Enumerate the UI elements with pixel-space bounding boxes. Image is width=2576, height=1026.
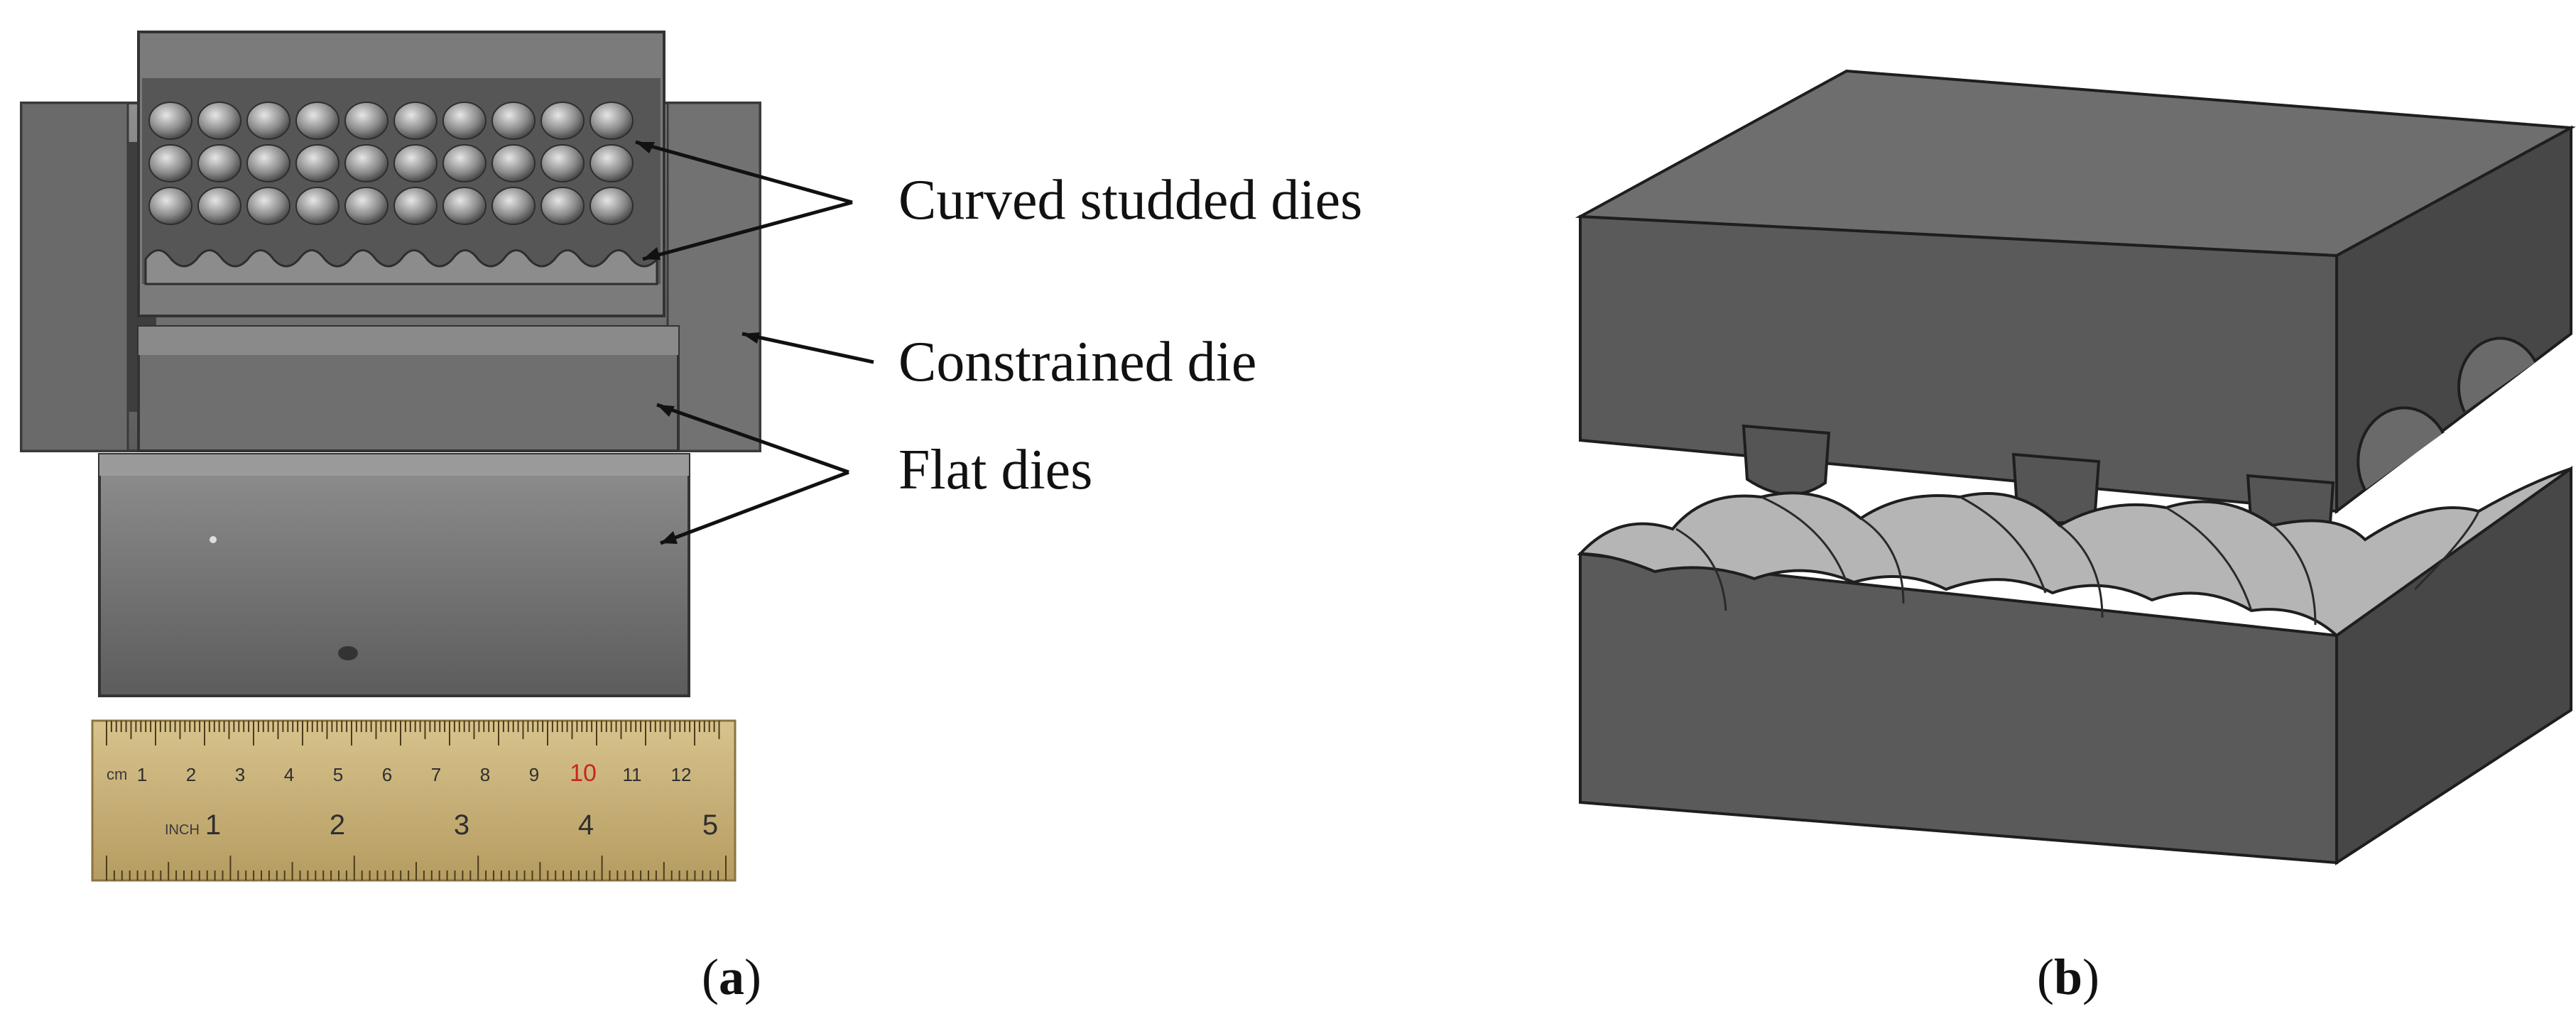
stud <box>344 102 388 140</box>
leader-arrowheads <box>636 142 760 544</box>
stud <box>344 187 388 225</box>
cad-contour-line <box>1675 528 1727 611</box>
ruler-cm-label: 12 <box>671 764 692 785</box>
stud <box>589 187 634 225</box>
caption-b: (b) <box>2037 949 2100 1005</box>
stud <box>589 102 634 140</box>
stud <box>344 144 388 182</box>
ruler-ticks <box>106 721 727 880</box>
flat-die-lower <box>98 453 690 697</box>
label-flat-dies: Flat dies <box>898 439 1093 501</box>
cad-lower-die <box>1577 466 2572 866</box>
ruler-cm-label: 7 <box>431 764 441 785</box>
stud <box>197 187 241 225</box>
ruler-inch-label: 5 <box>702 809 718 841</box>
cad-contour-line <box>2413 511 2480 591</box>
caption-a: (a) <box>702 949 761 1005</box>
ruler-cm-prefix: cm <box>107 765 127 783</box>
stud <box>295 187 339 225</box>
cad-surface-lines <box>1675 496 2480 626</box>
stud <box>393 187 438 225</box>
stud <box>540 187 585 225</box>
stud <box>540 144 585 182</box>
cad-upper-die <box>1575 69 2576 515</box>
ruler-inch-label: 2 <box>330 809 345 841</box>
leader-lines <box>635 140 874 545</box>
stud <box>295 144 339 182</box>
ruler-cm-label: 1 <box>137 764 147 785</box>
curved-studded-dies <box>137 31 665 317</box>
stud-rows <box>144 102 658 285</box>
label-curved-studded-dies: Curved studded dies <box>898 169 1363 231</box>
stud <box>540 102 585 140</box>
cad-contour-line <box>1761 496 1848 583</box>
stud <box>197 102 241 140</box>
panel-b-cad <box>1575 69 2576 866</box>
ruler-inch-label: 1 <box>205 809 221 841</box>
flat-die-upper <box>137 325 680 452</box>
stud <box>393 144 438 182</box>
label-constrained-die: Constrained die <box>898 331 1257 393</box>
stud <box>393 102 438 140</box>
stud <box>197 144 241 182</box>
stud <box>442 187 487 225</box>
stud <box>295 102 339 140</box>
stud <box>246 102 290 140</box>
ruler-cm-label: 2 <box>186 764 196 785</box>
stud <box>148 102 192 140</box>
stud <box>246 144 290 182</box>
stud <box>491 102 536 140</box>
cad-contour-line <box>2165 506 2253 611</box>
cad-stud <box>1741 424 1831 496</box>
ruler-inch-label: 3 <box>454 809 469 841</box>
ruler-cm-label: 8 <box>480 764 490 785</box>
ruler-cm-label: 9 <box>529 764 539 785</box>
stud <box>442 102 487 140</box>
ruler-cm-label: 6 <box>382 764 392 785</box>
ruler-cm-label: 10 <box>570 760 597 787</box>
ruler-inch-prefix: INCH <box>165 822 200 838</box>
cad-contour-line <box>1960 496 2047 594</box>
stud <box>148 144 192 182</box>
ruler-inch-label: 4 <box>578 809 594 841</box>
ruler-cm-label: 5 <box>333 764 343 785</box>
ruler-cm-label: 4 <box>284 764 294 785</box>
stud <box>491 144 536 182</box>
cad-contour-line <box>2272 524 2317 626</box>
stud <box>246 187 290 225</box>
stud <box>148 187 192 225</box>
stud <box>442 144 487 182</box>
cad-contour-line <box>2059 524 2104 618</box>
cad-contour-line <box>1860 517 1905 604</box>
ruler-cm-label: 3 <box>235 764 245 785</box>
wavy-die-row <box>144 249 658 285</box>
stud <box>589 144 634 182</box>
stud <box>491 187 536 225</box>
ruler-cm-label: 11 <box>623 764 642 785</box>
ruler-inch-labels: 1 2 3 4 5 <box>205 809 718 841</box>
